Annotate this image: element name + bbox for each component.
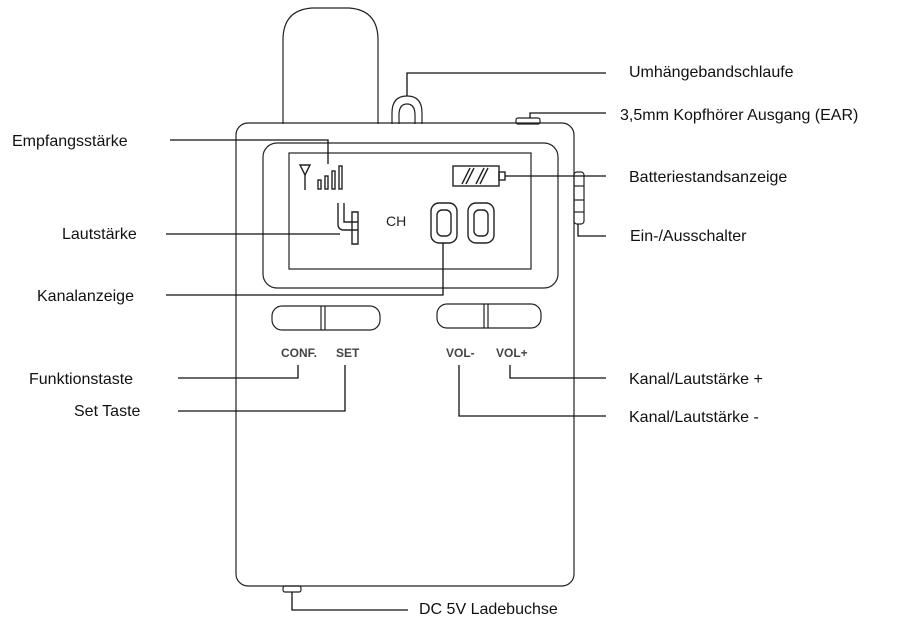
callout-function-key: Funktionstaste <box>29 371 133 388</box>
leader-power <box>577 224 606 237</box>
dc-jack <box>282 585 302 593</box>
channel-digits-display <box>430 202 495 244</box>
leader-signal <box>170 139 329 164</box>
lanyard-loop <box>391 95 423 124</box>
set-label: SET <box>336 346 360 360</box>
callout-lanyard-loop: Umhängebandschlaufe <box>629 64 794 81</box>
leader-lanyard <box>406 72 606 96</box>
callout-channel-display: Kanalanzeige <box>37 288 134 305</box>
callout-volume: Lautstärke <box>62 226 137 243</box>
antenna <box>282 7 379 124</box>
device-body <box>235 122 575 587</box>
battery-icon <box>452 165 506 187</box>
leader-vol-minus <box>458 365 606 417</box>
leader-conf <box>178 365 299 379</box>
callout-channel-volume-down: Kanal/Lautstärke - <box>629 409 759 426</box>
lcd-frame <box>262 142 559 289</box>
conf-set-rocker-button <box>271 305 381 331</box>
signal-strength-icon <box>298 164 343 190</box>
leader-channel <box>166 243 444 296</box>
conf-label: CONF. <box>281 346 317 360</box>
leader-vol-plus <box>509 365 606 379</box>
callout-battery-indicator: Batteriestandsanzeige <box>629 169 787 186</box>
earphone-jack <box>515 117 541 125</box>
volume-rocker-button <box>436 303 542 329</box>
vol-plus-label: VOL+ <box>496 346 528 360</box>
leader-earphone <box>529 112 606 118</box>
volume-digit-display <box>337 203 359 245</box>
leader-dc <box>291 592 408 611</box>
callout-power-switch: Ein-/Ausschalter <box>630 228 747 245</box>
callout-signal-strength: Empfangsstärke <box>12 133 128 150</box>
callout-set-key: Set Taste <box>74 403 141 420</box>
vol-minus-label: VOL- <box>446 346 475 360</box>
power-switch <box>573 171 585 225</box>
leader-set <box>178 365 346 412</box>
lcd-screen <box>288 152 532 270</box>
callout-channel-volume-up: Kanal/Lautstärke + <box>629 371 763 388</box>
callout-earphone-jack: 3,5mm Kopfhörer Ausgang (EAR) <box>620 107 858 124</box>
callout-dc-charging-jack: DC 5V Ladebuchse <box>419 601 558 618</box>
channel-label: CH <box>386 213 406 229</box>
